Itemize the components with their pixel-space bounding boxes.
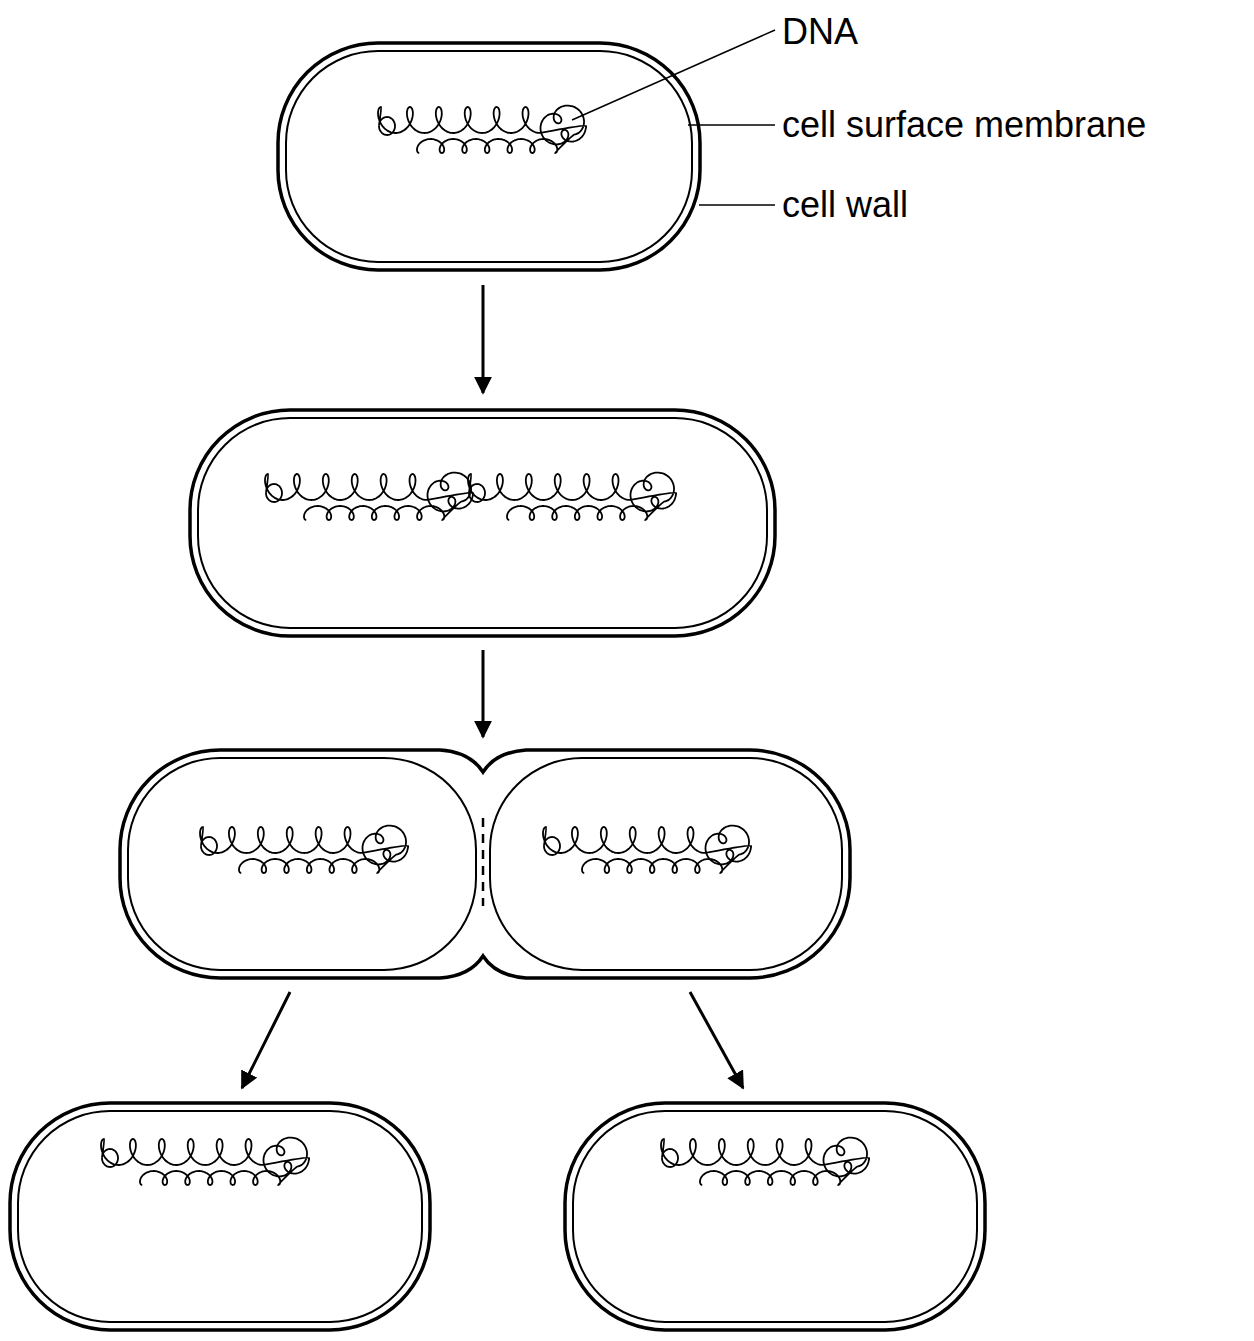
part-label: cell surface membrane [782, 107, 1146, 143]
division-line [482, 818, 485, 906]
dna [543, 826, 751, 873]
cell-membrane [286, 51, 692, 262]
part-label: cell wall [782, 187, 908, 223]
dna [101, 1138, 309, 1185]
process-arrow [690, 992, 743, 1088]
leader-line [572, 30, 775, 120]
cell-membrane [198, 418, 767, 628]
part-label: DNA [782, 14, 858, 50]
process-arrow [242, 992, 290, 1088]
cell-wall [278, 43, 700, 270]
cell-wall [565, 1103, 985, 1330]
dna [468, 473, 676, 520]
cell-membrane [18, 1111, 422, 1322]
cell-wall [190, 410, 775, 636]
leader-line [699, 204, 775, 206]
dna [661, 1138, 869, 1185]
cell-wall [120, 750, 850, 978]
dna [265, 473, 473, 520]
cell-wall [10, 1103, 430, 1330]
dna [378, 106, 586, 153]
dna [200, 826, 408, 873]
process-arrow [482, 650, 485, 737]
process-arrow [482, 285, 485, 393]
leader-line [688, 124, 775, 126]
cell-membrane [573, 1111, 977, 1322]
cell-membrane [490, 758, 842, 970]
cell-membrane [128, 758, 476, 970]
